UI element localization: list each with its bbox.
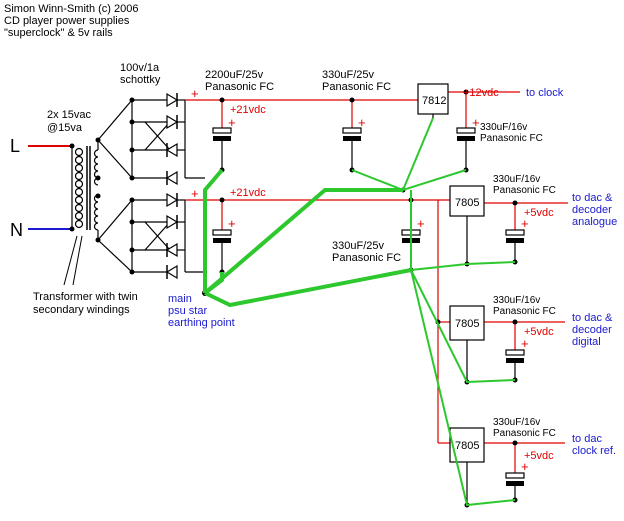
output-clockref-2: clock ref.	[572, 445, 616, 457]
plus-sign: +	[417, 216, 425, 231]
output-clock-label: to clock	[526, 87, 564, 99]
rectifier-rating-2: schottky	[120, 74, 161, 86]
plus-sign: +	[191, 86, 199, 101]
cap-330uf-25v-pre	[342, 127, 362, 170]
plus-sign: +	[521, 216, 529, 231]
header-line-3: "superclock" & 5v rails	[4, 27, 113, 39]
cap-dig-label-1: 330uF/16v	[493, 295, 540, 306]
plus-sign: +	[228, 216, 236, 231]
regulator-7805-a	[449, 185, 485, 264]
rail-5v-c-label: +5vdc	[524, 450, 554, 462]
rail-12v	[448, 91, 520, 128]
diode-u3	[165, 142, 185, 158]
cap-12v-label-1: 330uF/16v	[480, 122, 527, 133]
cap-dac-label-2: Panasonic FC	[493, 185, 556, 196]
cap-clk-label-1: 330uF/16v	[493, 417, 540, 428]
ground-label-1: main	[168, 293, 192, 305]
cap-dig-label-2: Panasonic FC	[493, 306, 556, 317]
transformer-rating-2: @15va	[47, 122, 83, 134]
cap-330uf-16v-12v	[456, 127, 476, 170]
live-label: L	[10, 136, 20, 156]
secondary-coil	[93, 149, 99, 231]
regulator-7812	[417, 83, 449, 118]
rail-5v-b	[484, 321, 565, 350]
output-clockref-1: to dac	[572, 433, 602, 445]
rail-21v-bottom-label: +21vdc	[230, 187, 266, 199]
neutral-label: N	[10, 220, 23, 240]
ground-label-2: psu star	[168, 305, 207, 317]
rail-12v-label: +12vdc	[463, 87, 499, 99]
cap-dac-label-1: 330uF/16v	[493, 174, 540, 185]
rail-5v-b-label: +5vdc	[524, 326, 554, 338]
cap-2200uf-top	[212, 127, 232, 170]
cap-pre-label-2: Panasonic FC	[322, 81, 391, 93]
plus-sign: +	[358, 115, 366, 130]
diode-u4	[165, 170, 178, 186]
regulator-7805-a-label: 7805	[455, 197, 479, 209]
rail-21v-top-label: +21vdc	[230, 104, 266, 116]
bridge-rectifier-upper	[97, 92, 205, 186]
plus-sign: +	[191, 186, 199, 201]
header-line-1: Simon Winn-Smith (c) 2006	[4, 3, 139, 15]
header-line-2: CD player power supplies	[4, 15, 130, 27]
cap-main-label-2: Panasonic FC	[205, 81, 274, 93]
plus-sign: +	[228, 115, 236, 130]
ground-label-3: earthing point	[168, 317, 235, 329]
diode-u1	[166, 92, 185, 108]
cap-12v-label-2: Panasonic FC	[480, 133, 543, 144]
caption-pointer-1	[72, 235, 83, 286]
output-analogue-2: decoder	[572, 204, 612, 216]
transformer-caption-2: secondary windings	[33, 304, 130, 316]
plus-sign: +	[472, 115, 480, 130]
diode-l2	[166, 214, 185, 230]
rail-5v-a	[484, 202, 565, 230]
plus-sign: +	[521, 459, 529, 474]
cap-mid-label-2: Panasonic FC	[332, 252, 401, 264]
transformer-rating-1: 2x 15vac	[47, 109, 92, 121]
plus-sign: +	[521, 336, 529, 351]
diode-l3	[165, 242, 185, 258]
output-digital-2: decoder	[572, 324, 612, 336]
regulator-7805-b	[449, 305, 485, 382]
output-digital-3: digital	[572, 336, 601, 348]
regulator-7805-b-label: 7805	[455, 318, 479, 330]
ground-wiring	[203, 117, 516, 507]
rail-21v-top	[185, 99, 420, 128]
cap-2200uf-bottom	[212, 229, 232, 272]
regulator-7812-label: 7812	[422, 95, 446, 107]
primary-coil	[74, 147, 84, 229]
bridge-rectifier-lower	[97, 192, 205, 280]
cap-clk-label-2: Panasonic FC	[493, 428, 556, 439]
cap-5v-a	[505, 229, 525, 262]
rail-5v-c	[484, 442, 565, 473]
transformer-caption-1: Transformer with twin	[33, 291, 138, 303]
cap-main-label-1: 2200uF/25v	[205, 69, 264, 81]
output-digital-1: to dac &	[572, 312, 613, 324]
diode-l1	[166, 192, 185, 208]
caption-pointer-2	[63, 235, 78, 286]
output-analogue-1: to dac &	[572, 192, 613, 204]
output-analogue-3: analogue	[572, 216, 617, 228]
rectifier-rating-1: 100v/1a	[120, 62, 160, 74]
cap-pre-label-1: 330uF/25v	[322, 69, 374, 81]
diode-u2	[166, 114, 185, 130]
transformer	[69, 137, 101, 243]
cap-5v-b	[505, 349, 525, 380]
regulator-7805-c-label: 7805	[455, 440, 479, 452]
diode-l4	[165, 264, 178, 280]
cap-5v-c	[505, 472, 525, 500]
rail-5v-a-label: +5vdc	[524, 207, 554, 219]
cap-mid-label-1: 330uF/25v	[332, 240, 384, 252]
